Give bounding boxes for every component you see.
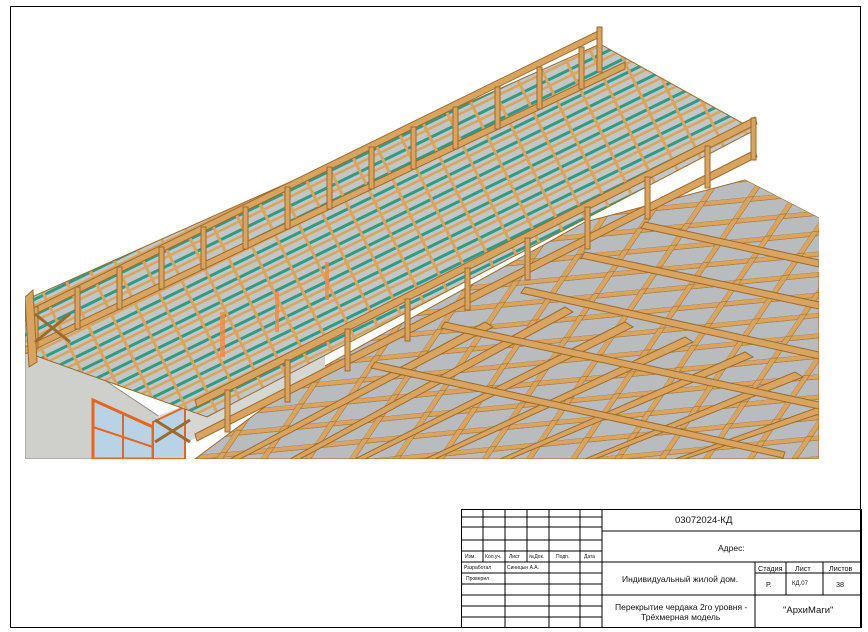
sheets-value: 38	[836, 580, 844, 589]
sheet-value: КД.07	[792, 581, 808, 587]
col-podp: Подп.	[556, 554, 570, 560]
sheets-header: Листов	[829, 564, 853, 573]
object-name: Индивидуальный жилой дом.	[622, 574, 739, 584]
col-data: Дата	[584, 554, 596, 560]
front-railing	[24, 26, 758, 442]
attic-deck	[24, 43, 757, 418]
sheet-frame	[10, 6, 861, 628]
doc-code: 03072024-КД	[675, 515, 733, 526]
sheet-header: Лист	[795, 564, 811, 573]
company-name: "АрхиМаги"	[783, 605, 834, 616]
role-checked: Проверил	[466, 576, 490, 582]
end-braces	[34, 312, 191, 444]
lower-floor-framing	[193, 179, 820, 460]
role-developed: Разработал	[464, 565, 492, 571]
drawing-title-line1: Перекрытие чердака 2го уровня -	[615, 602, 748, 612]
col-izm: Изм.	[465, 554, 476, 560]
model-render	[24, 22, 820, 461]
stage-header: Стадия	[758, 564, 783, 573]
col-list: Лист	[509, 554, 520, 560]
address-label: Адрес:	[718, 543, 745, 553]
title-block: 03072024-КД Адрес: Изм. Кол.уч. Лист №До…	[461, 509, 862, 628]
stage-value: Р.	[766, 580, 772, 589]
developer-name: Синицын А.А.	[507, 565, 540, 571]
col-kol: Кол.уч.	[485, 554, 502, 560]
col-ndok: №Док.	[529, 554, 545, 560]
drawing-title-line2: Трёхмерная модель	[641, 612, 721, 622]
